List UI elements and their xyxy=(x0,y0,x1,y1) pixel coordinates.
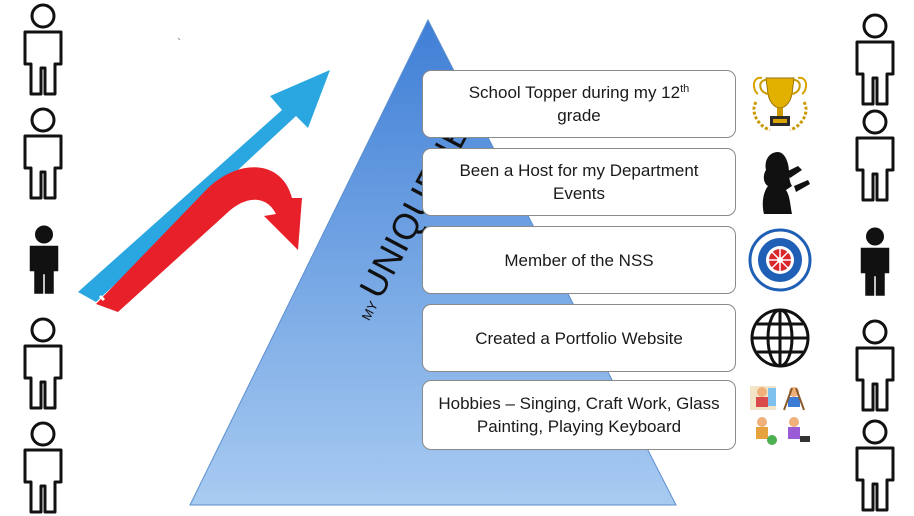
hobbies-icon xyxy=(750,386,810,445)
item-text: Hobbies – Singing, Craft Work, Glass Pai… xyxy=(438,394,720,436)
person-outline-icon xyxy=(855,319,895,412)
person-outline-icon xyxy=(23,107,63,200)
person-outline-icon xyxy=(855,13,895,106)
person-outline-icon xyxy=(23,421,63,514)
person-outline-icon xyxy=(855,419,895,512)
person-filled-icon xyxy=(860,227,890,296)
item-text: Created a Portfolio Website xyxy=(475,328,683,348)
item-text: Been a Host for my Department Events xyxy=(459,161,699,203)
item-hobbies: Hobbies – Singing, Craft Work, Glass Pai… xyxy=(422,380,736,450)
blue-arrow xyxy=(78,70,330,302)
item-nss: Member of the NSS xyxy=(422,226,736,294)
trophy-icon xyxy=(752,76,808,132)
nss-logo-icon xyxy=(748,228,812,292)
red-arrow xyxy=(96,167,302,312)
person-outline-icon xyxy=(23,3,63,96)
item-school-topper: School Topper during my 12th grade xyxy=(422,70,736,138)
globe-icon xyxy=(750,308,810,368)
person-outline-icon xyxy=(23,317,63,410)
host-silhouette-icon xyxy=(762,152,810,214)
person-filled-icon xyxy=(29,225,59,294)
item-text-cont: grade xyxy=(557,106,601,125)
item-text: School Topper during my 12 xyxy=(468,83,681,102)
item-sup: th xyxy=(680,83,690,95)
item-host: Been a Host for my Department Events xyxy=(422,148,736,216)
item-portfolio: Created a Portfolio Website xyxy=(422,304,736,372)
person-outline-icon xyxy=(855,109,895,202)
item-text: Member of the NSS xyxy=(504,250,654,270)
